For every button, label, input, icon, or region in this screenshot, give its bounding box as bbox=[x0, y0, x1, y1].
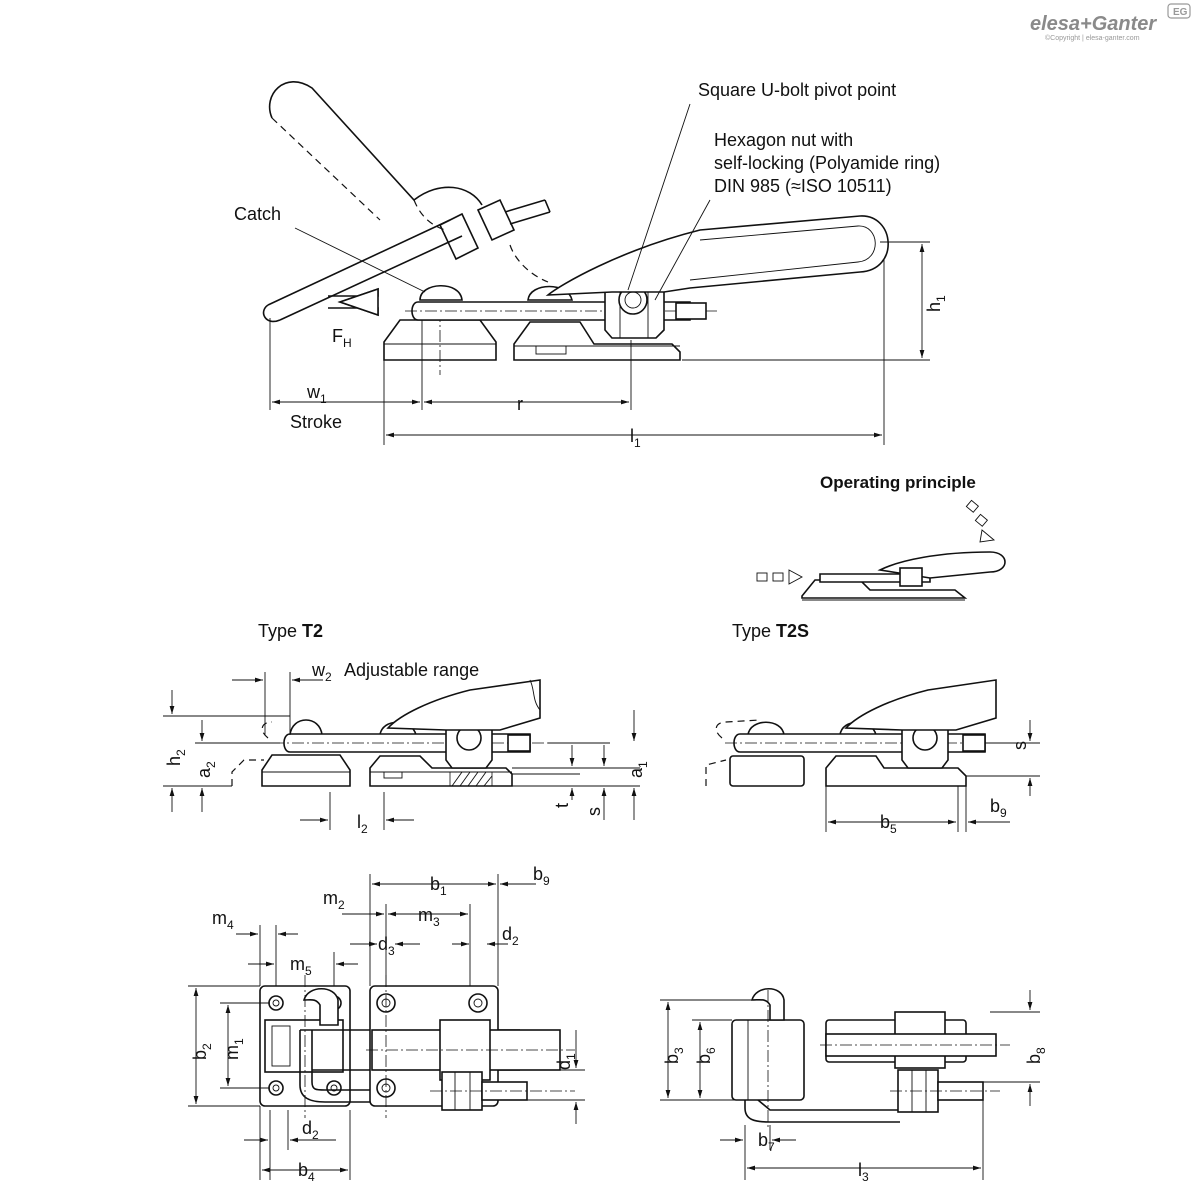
dim-b1: b1 bbox=[430, 874, 447, 898]
dim-b6: b6 bbox=[694, 1047, 718, 1064]
dim-l3: l3 bbox=[858, 1160, 869, 1184]
brand-copyright: ©Copyright | elesa-ganter.com bbox=[1045, 34, 1140, 42]
callout-stroke: Stroke bbox=[290, 412, 342, 432]
dim-m1: m1 bbox=[222, 1038, 246, 1060]
operating-principle-title: Operating principle bbox=[820, 473, 976, 492]
dim-h2: h2 bbox=[164, 749, 188, 766]
t2-plan-view bbox=[259, 975, 575, 1118]
dim-b8: b8 bbox=[1024, 1047, 1048, 1064]
callout-adjustable-range: Adjustable range bbox=[344, 660, 479, 680]
threaded-end bbox=[675, 302, 707, 320]
type-t2-dimensions bbox=[163, 672, 640, 830]
type-t2s-dimensions bbox=[825, 720, 1040, 832]
callout-nut-line2: self-locking (Polyamide ring) bbox=[714, 153, 940, 173]
dim-b9-t2s: b9 bbox=[990, 796, 1007, 820]
dim-l1: l1 bbox=[630, 426, 641, 450]
dim-m2: m2 bbox=[323, 888, 345, 912]
dim-d3: d3 bbox=[378, 934, 395, 958]
callout-catch: Catch bbox=[234, 204, 281, 224]
catch-leader bbox=[294, 227, 426, 293]
dim-m4: m4 bbox=[212, 908, 234, 932]
dim-d2-top: d2 bbox=[502, 924, 519, 948]
dim-m3: m3 bbox=[418, 905, 440, 929]
dim-b7: b7 bbox=[758, 1130, 775, 1154]
callout-nut-line1: Hexagon nut with bbox=[714, 130, 853, 150]
dim-b9: b9 bbox=[533, 864, 550, 888]
nut-leader bbox=[654, 199, 711, 301]
type-t2s-view bbox=[705, 679, 1000, 787]
dim-s: s bbox=[584, 807, 604, 816]
callout-nut-line3: DIN 985 (≈ISO 10511) bbox=[714, 176, 892, 196]
dim-m5: m5 bbox=[290, 954, 312, 978]
dim-b2: b2 bbox=[190, 1043, 214, 1060]
dim-h1: h1 bbox=[924, 295, 948, 312]
dim-b3: b3 bbox=[662, 1047, 686, 1064]
dim-s-t2s: s bbox=[1010, 741, 1030, 750]
pivot-leader bbox=[627, 103, 691, 291]
dim-b4: b4 bbox=[298, 1160, 315, 1184]
dim-fh: FH bbox=[332, 326, 352, 350]
type-t2s-label: Type T2S bbox=[732, 621, 809, 641]
clamp-base bbox=[513, 321, 681, 361]
main-dimensions bbox=[269, 241, 930, 445]
type-t2-label: Type T2 bbox=[258, 621, 323, 641]
dim-d1: d1 bbox=[554, 1053, 578, 1070]
operating-principle-diagram bbox=[756, 499, 1006, 601]
dim-l2: l2 bbox=[357, 812, 368, 836]
dim-r: r bbox=[517, 394, 523, 414]
brand-logo-text: elesa+Ganter bbox=[1030, 13, 1157, 35]
ghost-rod bbox=[267, 219, 451, 306]
type-t2-view bbox=[231, 679, 548, 787]
t2-plan-dimensions bbox=[188, 874, 585, 1180]
brand-logo: elesa+Ganter EG ©Copyright | elesa-gante… bbox=[1030, 3, 1191, 42]
t2s-plan-view bbox=[731, 987, 1010, 1130]
callout-pivot: Square U-bolt pivot point bbox=[698, 80, 896, 100]
dim-d2-bottom: d2 bbox=[302, 1118, 319, 1142]
ghost-lever-outline bbox=[268, 81, 483, 206]
dim-t: t bbox=[552, 803, 572, 808]
brand-badge: EG bbox=[1173, 7, 1188, 18]
dim-a1: a1 bbox=[626, 761, 650, 778]
dim-w1: w1 bbox=[306, 382, 327, 406]
t2s-plan-dimensions bbox=[660, 990, 1040, 1180]
dim-b5: b5 bbox=[880, 812, 897, 836]
dim-a2: a2 bbox=[194, 761, 218, 778]
main-side-view bbox=[262, 81, 889, 375]
catch-hook bbox=[419, 285, 463, 301]
dim-w2: w2 bbox=[311, 660, 332, 684]
